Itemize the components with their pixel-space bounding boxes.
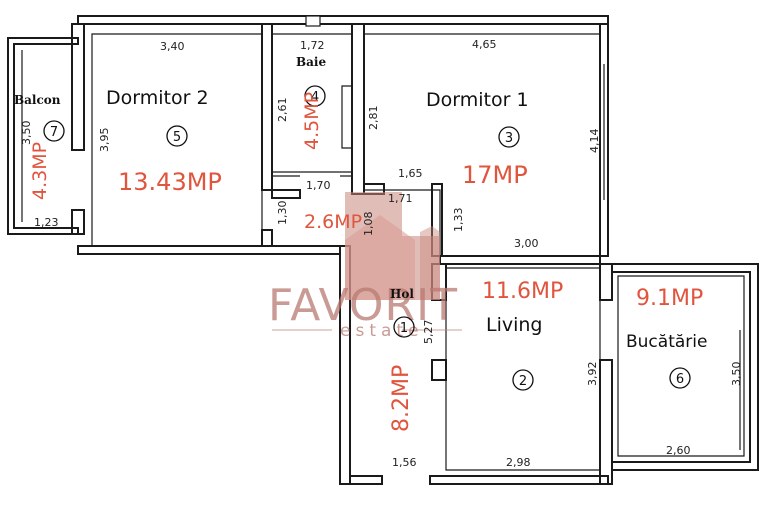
dimension: 3,50 [730, 362, 743, 387]
dimension: 1,65 [398, 167, 423, 180]
room-number: 3 [505, 131, 513, 146]
watermark-tagline: estate [340, 321, 424, 341]
room-number: 1 [400, 321, 408, 336]
room-number-circle [43, 120, 65, 142]
dimension: 1,71 [388, 192, 413, 205]
room-number: 7 [50, 125, 58, 140]
room-number-circle [669, 367, 691, 389]
room-number: 2 [519, 374, 527, 389]
dimension: 2,98 [506, 456, 531, 469]
room-baie: 1,72 Baie 4 2,61 4.5MP 2,81 [276, 39, 380, 150]
room-number-circle [304, 85, 326, 107]
room-area: 17MP [462, 161, 528, 189]
room-area: 8.2MP [389, 365, 414, 432]
room-name: Dormitor 1 [426, 89, 529, 111]
dimension: 2,61 [276, 98, 289, 123]
room-name: Balcon [14, 93, 61, 107]
room-dormitor-1: 4,65 Dormitor 1 3 4,14 17MP 1,33 3,00 [426, 38, 601, 250]
dimension: 3,40 [160, 40, 185, 53]
dimension: 1,08 [362, 212, 375, 237]
room-area: 4.5MP [301, 92, 323, 150]
room-living: 11.6MP Living 3,92 2 2,98 [482, 279, 599, 469]
room-hol-small: 1,70 1,30 2.6MP 1,65 1,71 1,08 [276, 167, 423, 236]
room-dormitor-2: 3,40 Dormitor 2 3,95 5 13.43MP [98, 40, 222, 196]
room-balcon: Balcon 7 4.3MP 3,50 1,23 [14, 93, 65, 229]
dimension: 5,27 [422, 320, 435, 345]
room-area: 4.3MP [29, 142, 51, 200]
watermark: FAVORIT estate [268, 192, 462, 341]
dimension: 3,92 [586, 362, 599, 387]
dimension: 3,00 [514, 237, 539, 250]
dimension: 2,60 [666, 444, 691, 457]
dimension: 4,14 [588, 129, 601, 154]
room-name: Dormitor 2 [106, 87, 209, 109]
room-number-circle [166, 125, 188, 147]
room-number-circle [393, 316, 415, 338]
room-number: 6 [676, 372, 684, 387]
dimension: 1,56 [392, 456, 417, 469]
room-number-circle [498, 126, 520, 148]
dimension: 1,23 [34, 216, 59, 229]
room-area: 11.6MP [482, 279, 563, 304]
room-bucatarie: 9.1MP Bucătărie 3,50 6 2,60 [626, 286, 743, 457]
room-name: Bucătărie [626, 332, 707, 352]
room-name: Hol [390, 287, 414, 301]
room-area: 2.6MP [304, 211, 362, 233]
room-number: 5 [173, 130, 181, 145]
watermark-brand: FAVORIT [268, 280, 458, 331]
room-area: 13.43MP [118, 168, 222, 196]
room-number-circle [512, 369, 534, 391]
dimension: 1,30 [276, 201, 289, 226]
room-name: Baie [296, 55, 326, 69]
dimension: 4,65 [472, 38, 497, 51]
room-name: Living [486, 314, 543, 336]
dimension: 1,72 [300, 39, 325, 52]
dimension: 3,50 [20, 121, 33, 146]
dimension: 3,95 [98, 128, 111, 153]
room-area: 9.1MP [636, 286, 703, 311]
room-hol: Hol 1 5,27 8.2MP 1,56 [389, 287, 435, 469]
dimension: 2,81 [367, 106, 380, 131]
room-number: 4 [311, 90, 319, 105]
dimension: 1,70 [306, 179, 331, 192]
dimension: 1,33 [452, 208, 465, 233]
